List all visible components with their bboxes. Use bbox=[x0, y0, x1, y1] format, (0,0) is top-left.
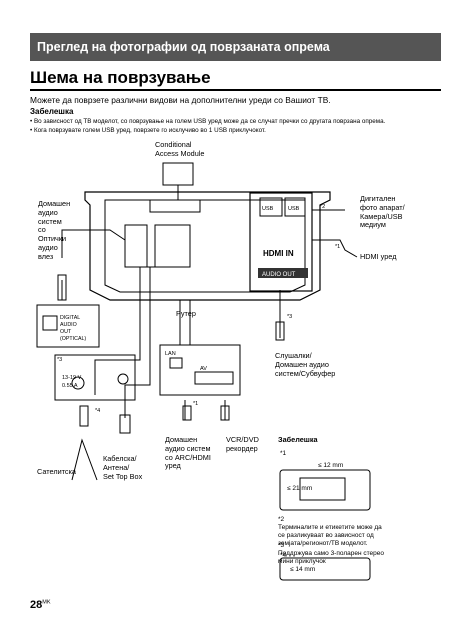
satellite-icon bbox=[71, 438, 98, 481]
tv-rear-outline bbox=[84, 191, 331, 301]
av-label: AV bbox=[200, 366, 207, 372]
hdmi-in-label: HDMI IN bbox=[263, 249, 294, 258]
lan-label: LAN bbox=[165, 351, 176, 357]
section-banner: Преглед на фотографии од поврзаната опре… bbox=[30, 33, 441, 61]
satellite-label: Сателитска bbox=[37, 467, 76, 476]
optical-label-1: DIGITAL bbox=[60, 315, 80, 321]
footnote-heading: Забелешка bbox=[278, 435, 318, 444]
note-heading: Забелешка bbox=[30, 107, 74, 116]
dim-21: ≤ 21 mm bbox=[287, 485, 313, 492]
dim-12: ≤ 12 mm bbox=[318, 462, 344, 469]
hdmi-device-label: HDMI уред bbox=[360, 252, 397, 261]
tv-stand-mount bbox=[154, 224, 191, 268]
note-text: Кога поврзувате голем USB уред, поврзете… bbox=[33, 127, 266, 134]
mark-2: *2 bbox=[320, 204, 325, 210]
usb-port-label-1: USB bbox=[262, 206, 274, 212]
plug-dim-figure-2 bbox=[279, 557, 371, 581]
tv-inner-panel bbox=[104, 199, 306, 293]
usb-port-label-2: USB bbox=[288, 206, 300, 212]
note-bullet-2: • Кога поврзувате голем USB уред, поврзе… bbox=[30, 127, 266, 134]
section-title: Преглед на фотографии од поврзаната опре… bbox=[37, 40, 330, 54]
optical-label-2: AUDIO bbox=[60, 322, 77, 328]
cam-slot-area bbox=[149, 199, 201, 213]
page-title: Шема на поврзување bbox=[30, 68, 211, 87]
dim-14: ≤ 14 mm bbox=[290, 566, 316, 573]
lnb-current: 0.55 A bbox=[62, 383, 78, 389]
router-label: Рутер bbox=[176, 309, 196, 318]
mark-3: *3 bbox=[57, 357, 62, 363]
lan-av-box bbox=[159, 344, 241, 396]
note-bullet-1: • Во зависност од ТВ моделот, со поврзув… bbox=[30, 118, 386, 125]
audio-out-label: AUDIO OUT bbox=[262, 272, 296, 278]
footnote-mark-4: *4 bbox=[280, 552, 287, 559]
side-panel-zoom bbox=[249, 192, 313, 292]
plug-dim-figure-1 bbox=[279, 469, 371, 511]
optical-label-3: OUT bbox=[60, 329, 72, 335]
audio-out-bar bbox=[258, 268, 308, 278]
cam-module bbox=[162, 162, 194, 186]
optical-out-box bbox=[36, 304, 100, 348]
antenna-box bbox=[54, 354, 136, 401]
cable-label: Кабелска/Антена/Set Top Box bbox=[103, 454, 143, 481]
mark-4: *4 bbox=[95, 408, 100, 414]
footnote-mark-1: *1 bbox=[280, 450, 287, 457]
title-rule bbox=[30, 89, 441, 91]
page-number: 28MK bbox=[30, 599, 51, 611]
mark-3b: *3 bbox=[287, 314, 292, 320]
intro-text: Можете да поврзете различни видови на до… bbox=[30, 95, 331, 105]
note-text: Во зависност од ТВ моделот, со поврзувањ… bbox=[33, 118, 386, 125]
mark-1: *1 bbox=[335, 244, 340, 250]
lnb-voltage: 13-19 V bbox=[62, 375, 82, 381]
tv-connector-left bbox=[124, 224, 148, 268]
mark-1b: *1 bbox=[193, 401, 198, 407]
optical-label-4: (OPTICAL) bbox=[60, 336, 86, 342]
